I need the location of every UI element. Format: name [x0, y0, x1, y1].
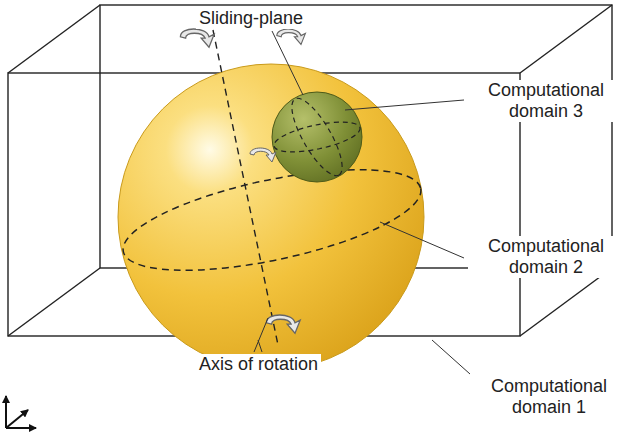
inner-sphere-dashes: [271, 92, 362, 182]
leader-lines: [254, 31, 470, 374]
callout-label: Sliding-plane: [196, 8, 306, 29]
callout-label: Computational domain 3: [468, 80, 624, 122]
callout-label: Computational domain 1: [471, 376, 627, 418]
callout-label: Computational domain 2: [468, 236, 624, 278]
rotation-axis: [213, 30, 278, 345]
outer-sphere: [118, 64, 424, 370]
inner-sphere: [272, 92, 362, 182]
rotation-arrows: [180, 29, 305, 333]
callout-label: Axis of rotation: [196, 354, 321, 375]
coordinate-axes: [6, 396, 36, 428]
equator-dashed: [115, 149, 429, 290]
